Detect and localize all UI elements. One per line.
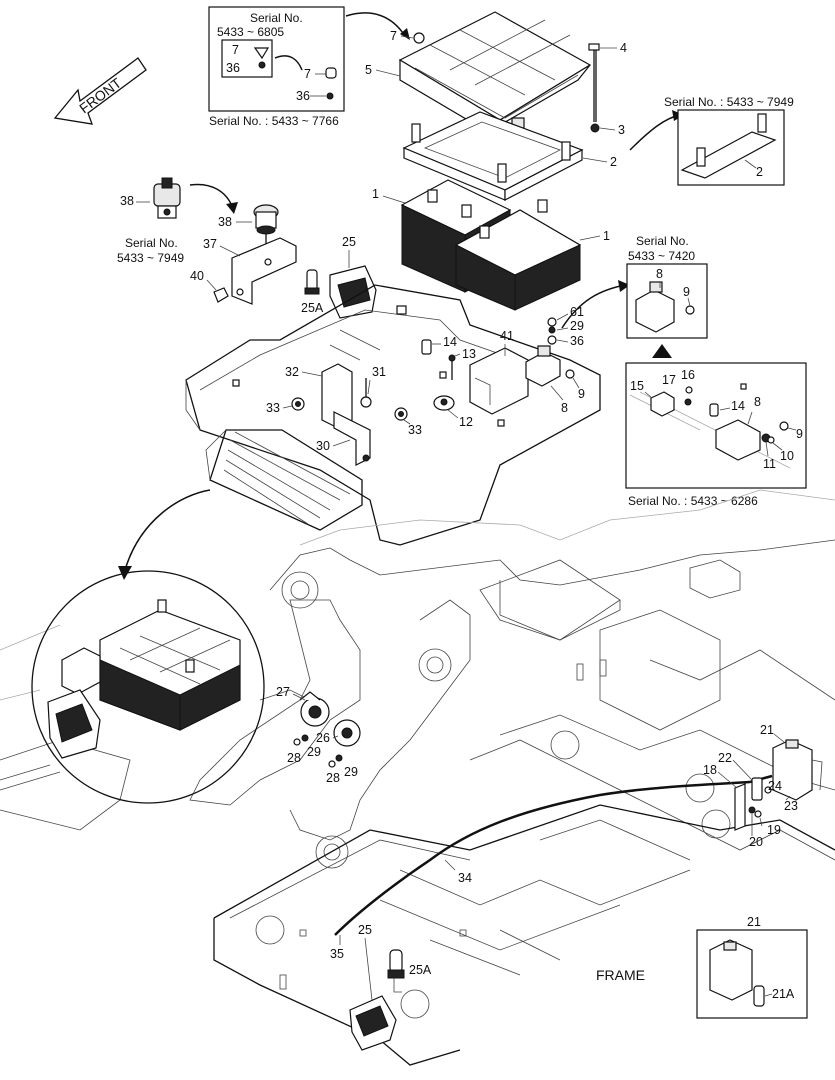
- callout-40: 40: [190, 269, 204, 283]
- callout-4: 4: [620, 41, 627, 55]
- inset-7420-line2: 5433 ~ 7420: [628, 249, 695, 263]
- callout-37: 37: [203, 237, 217, 251]
- horns-26-27: 27 26 29 28 29 28: [276, 685, 361, 785]
- callout-7: 7: [232, 43, 239, 57]
- callout-16: 16: [681, 368, 695, 382]
- callout-34: 34: [458, 871, 472, 885]
- callout-61: 61: [570, 305, 584, 319]
- frame-label: FRAME: [596, 967, 645, 983]
- callout-11: 11: [763, 457, 776, 471]
- fuse-14-13-12: 14 13 12: [421, 335, 476, 429]
- callout-13: 13: [462, 347, 476, 361]
- callout-9: 9: [796, 427, 803, 441]
- inset-serial-38: 38 Serial No. 5433 ~ 7949: [117, 177, 238, 265]
- relay-41: 41: [469, 329, 529, 415]
- callout-14: 14: [731, 399, 745, 413]
- callout-29: 29: [307, 745, 321, 759]
- callout-38: 38: [120, 194, 134, 208]
- inset-7420-line1: Serial No.: [636, 234, 689, 248]
- work-lamp-25-lower: 25 25A: [349, 923, 432, 1051]
- front-label: FRONT: [76, 74, 124, 116]
- callout-35: 35: [330, 947, 344, 961]
- callout-21: 21: [747, 915, 761, 929]
- callout-33: 33: [408, 423, 422, 437]
- callout-29: 29: [344, 765, 358, 779]
- callout-38: 38: [218, 215, 232, 229]
- callout-28: 28: [287, 751, 301, 765]
- callout-14: 14: [443, 335, 457, 349]
- callout-21: 21: [760, 723, 774, 737]
- callout-20: 20: [749, 835, 763, 849]
- callout-8: 8: [754, 395, 761, 409]
- inset-right-title: Serial No. : 5433 ~ 7949: [664, 95, 794, 109]
- callout-41: 41: [500, 329, 514, 343]
- callout-24: 24: [768, 779, 782, 793]
- callout-25A: 25A: [301, 301, 324, 315]
- inset-serial-6286: 15 17 16 14 8 9 10 11 Serial No. : 5433 …: [625, 362, 807, 508]
- callout-36: 36: [570, 334, 584, 348]
- callout-32: 32: [285, 365, 299, 379]
- callout-29: 29: [570, 319, 584, 333]
- callout-22: 22: [718, 751, 732, 765]
- callout-36: 36: [296, 89, 310, 103]
- inset-top-footer: Serial No. : 5433 ~ 7766: [209, 114, 339, 128]
- callout-2: 2: [610, 155, 617, 169]
- relay-8-assembly: 61 29 36 9 8: [525, 280, 630, 415]
- callout-8: 8: [561, 401, 568, 415]
- callout-9: 9: [683, 285, 690, 299]
- callout-18: 18: [703, 763, 717, 777]
- upper-frame: [0, 489, 835, 869]
- callout-25: 25: [358, 923, 372, 937]
- bracket-32-30: 32 31 33 33 30: [266, 363, 422, 466]
- inset-serial-top: Serial No. 5433 ~ 6805 7 36 7 36 Serial …: [208, 6, 410, 128]
- callout-12: 12: [459, 415, 473, 429]
- callout-31: 31: [372, 365, 386, 379]
- inset-serial-right: Serial No. : 5433 ~ 7949 2: [664, 95, 794, 186]
- callout-28: 28: [326, 771, 340, 785]
- callout-9: 9: [578, 387, 585, 401]
- callout-7: 7: [304, 67, 311, 81]
- callout-33: 33: [266, 401, 280, 415]
- callout-25: 25: [342, 235, 356, 249]
- callout-19: 19: [767, 823, 781, 837]
- callout-23: 23: [784, 799, 798, 813]
- callout-1: 1: [372, 187, 379, 201]
- inset-38-line1: Serial No.: [125, 236, 178, 250]
- inset-top-title1: Serial No.: [250, 11, 303, 25]
- callout-27: 27: [276, 685, 290, 699]
- callout-1: 1: [603, 229, 610, 243]
- battery-right: 1: [454, 199, 610, 311]
- callout-15: 15: [630, 379, 644, 393]
- front-arrow: FRONT: [53, 57, 147, 125]
- switch-38-assembly: 38 37 40: [190, 204, 297, 305]
- harness-34: 34 35: [330, 774, 773, 961]
- callout-5: 5: [365, 63, 372, 77]
- upper-deck: [185, 284, 601, 546]
- detail-circle: [31, 489, 265, 804]
- callout-36: 36: [226, 61, 240, 75]
- bolt-4: 4 3: [588, 41, 627, 137]
- inset-6286-footer: Serial No. : 5433 ~ 6286: [628, 494, 758, 508]
- washer-assembly: 21 22 18 24 23 19 20: [703, 723, 823, 849]
- callout-17: 17: [662, 373, 676, 387]
- inset-21: 21 21A: [696, 915, 808, 1019]
- callout-21A: 21A: [772, 987, 795, 1001]
- callout-26: 26: [316, 731, 330, 745]
- inset-38-line2: 5433 ~ 7949: [117, 251, 184, 265]
- callout-3: 3: [618, 123, 625, 137]
- callout-25A: 25A: [409, 963, 432, 977]
- callout-10: 10: [780, 449, 794, 463]
- callout-2: 2: [756, 165, 763, 179]
- callout-30: 30: [316, 439, 330, 453]
- inset-top-title2: 5433 ~ 6805: [217, 25, 284, 39]
- callout-8: 8: [656, 267, 663, 281]
- inset-serial-7420: Serial No. 5433 ~ 7420 8 9: [626, 234, 708, 358]
- callout-7: 7: [390, 29, 397, 43]
- battery-tray: 2: [402, 110, 684, 201]
